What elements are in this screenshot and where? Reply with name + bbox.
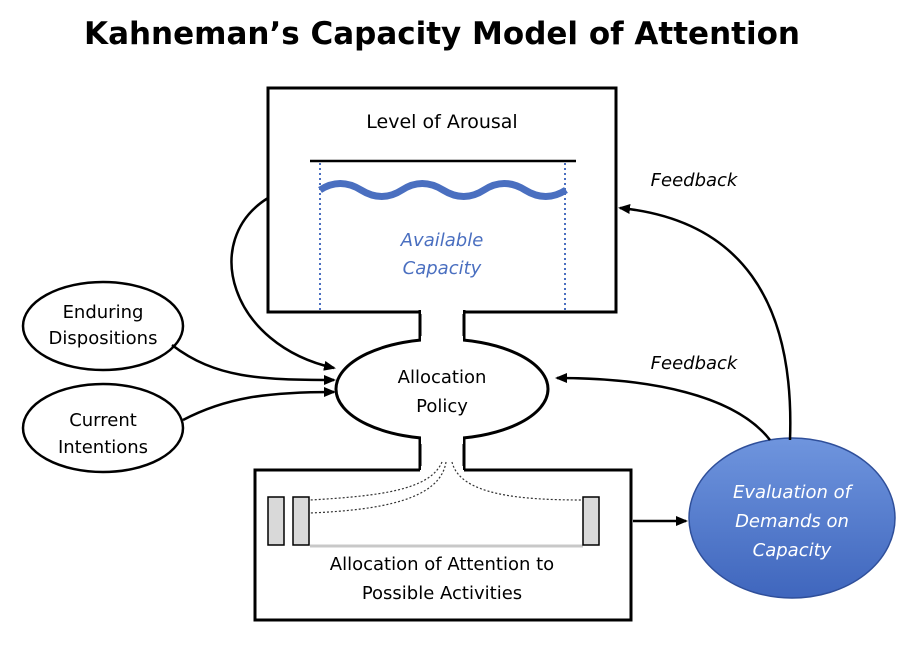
evaluation-node: Evaluation of Demands on Capacity (688, 437, 896, 599)
enduring-dispositions-line1: Enduring (63, 302, 144, 323)
current-intentions-line2: Intentions (58, 437, 148, 458)
diagram-title: Kahneman’s Capacity Model of Attention (84, 16, 800, 52)
activity-block-1 (267, 496, 285, 546)
activity-block-2 (292, 496, 310, 546)
current-intentions-line1: Current (69, 410, 137, 431)
enduring-dispositions-node: Enduring Dispositions (21, 280, 185, 372)
available-capacity-line1: Available (400, 230, 484, 251)
evaluation-line2: Demands on (735, 511, 849, 532)
level-of-arousal-label: Level of Arousal (366, 111, 517, 133)
current-intentions-node: Current Intentions (21, 382, 185, 474)
allocation-policy-line1: Allocation (398, 367, 487, 388)
activities-line2: Possible Activities (362, 583, 522, 604)
activity-block-3 (582, 496, 600, 546)
enduring-dispositions-line2: Dispositions (49, 328, 158, 349)
evaluation-line3: Capacity (753, 540, 832, 561)
dispositions-to-policy-arrow (171, 344, 336, 385)
allocation-policy-line2: Policy (416, 396, 468, 417)
capacity-wave (318, 180, 568, 200)
feedback-to-arousal-arrow (618, 204, 792, 441)
arousal-box (266, 86, 618, 314)
allocation-dotted-lines (309, 461, 584, 514)
feedback-to-policy-arrow (555, 373, 771, 441)
activities-line1: Allocation of Attention to (330, 554, 554, 575)
evaluation-line1: Evaluation of (733, 482, 854, 503)
arousal-to-policy-arrow (230, 196, 336, 371)
intentions-to-policy-arrow (182, 387, 336, 422)
available-capacity-line2: Capacity (403, 258, 482, 279)
feedback-top-label: Feedback (651, 170, 739, 191)
feedback-mid-label: Feedback (651, 353, 739, 374)
